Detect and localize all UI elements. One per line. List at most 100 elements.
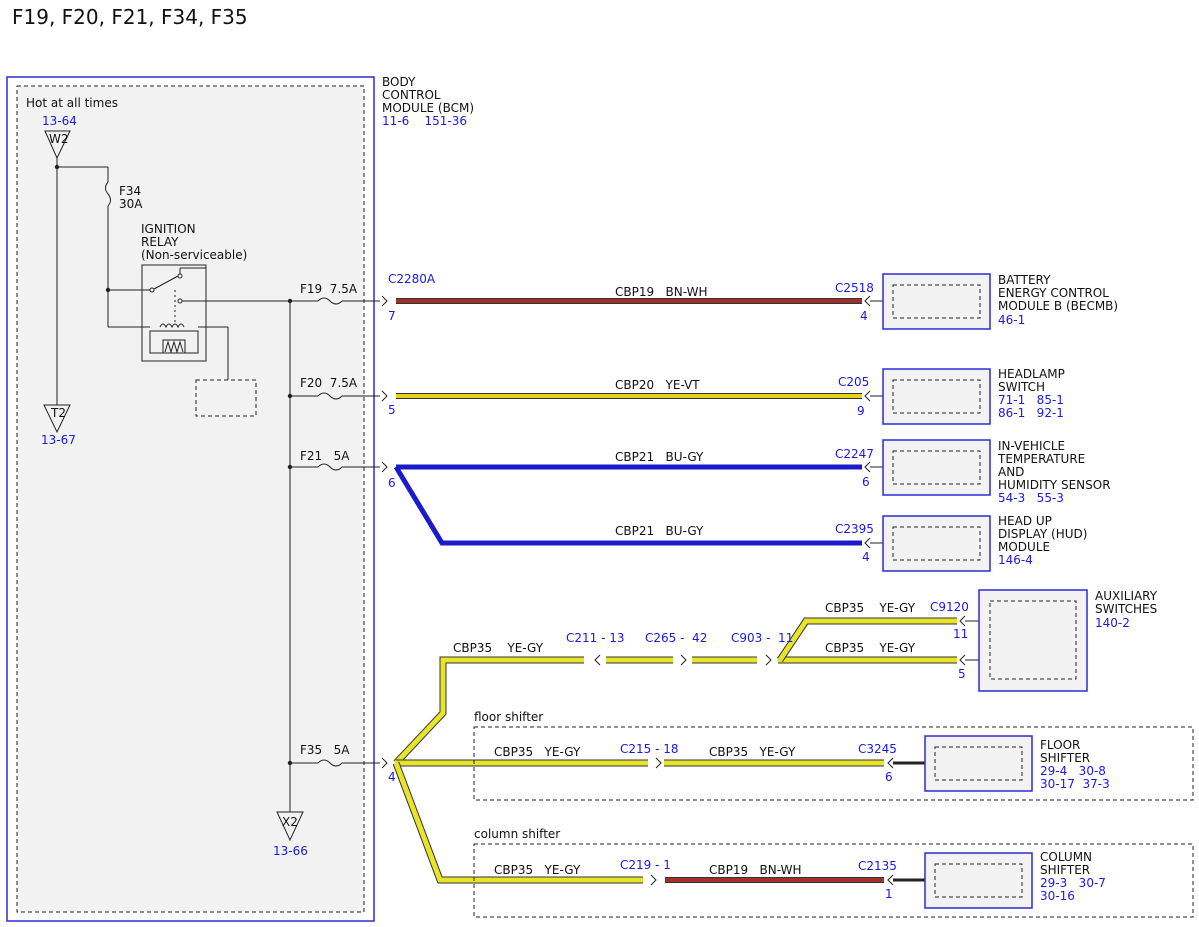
invehicle-label-3: AND — [998, 465, 1024, 479]
c215-arrow — [655, 757, 662, 769]
relay-ground-dashed-box — [195, 379, 257, 417]
t2-ground-symbol — [43, 404, 71, 434]
c3245-connector[interactable]: C3245 — [858, 742, 897, 756]
f34-fuse-symbol — [105, 181, 111, 207]
floor-wire-b-label: CBP35 YE-GY — [709, 745, 796, 759]
f21-fuse-label: F21 5A — [300, 449, 350, 463]
w2-id: W2 — [49, 132, 69, 146]
wire-cbp35-ye-gy — [392, 617, 957, 884]
headlamp-ref-2[interactable]: 86-1 92-1 — [998, 406, 1064, 420]
c211-connector[interactable]: C211 - 13 — [566, 631, 625, 645]
wire-cbp21-bu-gy — [393, 464, 862, 546]
c2395-connector[interactable]: C2395 — [835, 522, 874, 536]
invehicle-label-1: IN-VEHICLE — [998, 439, 1065, 453]
c265-connector[interactable]: C265 - 42 — [645, 631, 707, 645]
c2518-pin: 4 — [860, 309, 868, 323]
c219-connector[interactable]: C219 - 1 — [620, 858, 671, 872]
t2-ref[interactable]: 13-67 — [41, 433, 76, 447]
x2-ground-symbol — [276, 811, 304, 842]
hud-label-3: MODULE — [998, 540, 1050, 554]
c205-pin: 9 — [857, 404, 865, 418]
c219-arrow — [650, 874, 657, 886]
x2-ref[interactable]: 13-66 — [273, 844, 308, 858]
aux-ref[interactable]: 140-2 — [1095, 616, 1130, 630]
hud-label-2: DISPLAY (HUD) — [998, 527, 1087, 541]
aux-label-2: SWITCHES — [1095, 602, 1157, 616]
bcm-inner-box — [16, 85, 365, 913]
c2280a-connector[interactable]: C2280A — [388, 272, 436, 286]
bcm-label-3: MODULE (BCM) — [382, 101, 474, 115]
invehicle-label-2: TEMPERATURE — [997, 452, 1085, 466]
c9120-pin-11: 11 — [953, 627, 968, 641]
f21-pin: 6 — [388, 476, 396, 490]
floor-module-ref-2[interactable]: 30-17 37-3 — [1040, 777, 1110, 791]
f34-rating: 30A — [119, 197, 143, 211]
floor-shifter-option-box — [473, 726, 1194, 801]
f20-fuse-symbol — [317, 392, 343, 400]
column-module-label-1: COLUMN — [1040, 850, 1092, 864]
hud-ref[interactable]: 146-4 — [998, 553, 1033, 567]
aux-module-box — [978, 589, 1088, 692]
c211-arrow — [594, 654, 601, 666]
column-module-box — [924, 852, 1033, 909]
c2518-connector[interactable]: C2518 — [835, 281, 874, 295]
c9120-pin-5: 5 — [958, 667, 966, 681]
aux-label-1: AUXILIARY — [1095, 589, 1158, 603]
w2-ref[interactable]: 13-64 — [42, 114, 77, 128]
hot-at-all-times-label: Hot at all times — [26, 96, 118, 110]
relay-label-1: IGNITION — [141, 222, 196, 236]
floor-shifter-label: floor shifter — [474, 710, 543, 724]
f19-pin: 7 — [388, 309, 396, 323]
becmb-module-box — [882, 273, 991, 330]
column-module-label-2: SHIFTER — [1040, 863, 1090, 877]
relay-switch-contact — [153, 275, 179, 290]
c2247-pin: 6 — [862, 475, 870, 489]
c903-connector[interactable]: C903 - 11 — [731, 631, 793, 645]
column-shifter-label: column shifter — [474, 827, 560, 841]
becmb-label-1: BATTERY — [998, 273, 1051, 287]
c2247-connector[interactable]: C2247 — [835, 447, 874, 461]
floor-module-ref-1[interactable]: 29-4 30-8 — [1040, 764, 1106, 778]
relay-label-2: RELAY — [141, 235, 179, 249]
invehicle-label-4: HUMIDITY SENSOR — [998, 478, 1111, 492]
floor-module-box — [924, 735, 1033, 792]
f35-pin: 4 — [388, 770, 396, 784]
invehicle-module-box — [882, 439, 991, 496]
f19-fuse-symbol — [317, 297, 343, 305]
f19-wire-label: CBP19 BN-WH — [615, 285, 708, 299]
f35-fuse-label: F35 5A — [300, 743, 350, 757]
bcm-label-2: CONTROL — [382, 88, 441, 102]
relay-coil-icon — [159, 323, 185, 329]
x2-id: X2 — [282, 815, 298, 829]
column-wire-a-label: CBP35 YE-GY — [494, 863, 581, 877]
w2-ground-symbol — [44, 130, 71, 160]
floor-wire-a-label: CBP35 YE-GY — [494, 745, 581, 759]
invehicle-ref[interactable]: 54-3 55-3 — [998, 491, 1064, 505]
f20-wire-label: CBP20 YE-VT — [615, 378, 700, 392]
column-shifter-option-box — [473, 843, 1194, 918]
c2395-pin: 4 — [862, 550, 870, 564]
c3245-pin: 6 — [885, 770, 893, 784]
c205-connector[interactable]: C205 — [838, 375, 869, 389]
bcm-box — [6, 76, 375, 922]
ignition-relay-box — [141, 264, 207, 362]
c2135-connector[interactable]: C2135 — [858, 859, 897, 873]
relay-resistor-icon — [164, 340, 184, 354]
headlamp-label-2: SWITCH — [998, 380, 1045, 394]
c215-connector[interactable]: C215 - 18 — [620, 742, 679, 756]
becmb-ref[interactable]: 46-1 — [998, 313, 1025, 327]
c903-arrow — [765, 654, 772, 666]
headlamp-module-box — [882, 368, 991, 425]
f34-name: F34 — [119, 184, 141, 198]
headlamp-ref-1[interactable]: 71-1 85-1 — [998, 393, 1064, 407]
c9120-connector[interactable]: C9120 — [930, 600, 969, 614]
c265-arrow — [680, 654, 687, 666]
becmb-label-3: MODULE B (BECMB) — [998, 299, 1118, 313]
column-module-ref-2[interactable]: 30-16 — [1040, 889, 1075, 903]
aux-wire-label: CBP35 YE-GY — [453, 641, 544, 655]
f19-fuse-label: F19 7.5A — [300, 282, 358, 296]
bcm-refs[interactable]: 11-6 151-36 — [382, 114, 467, 128]
column-module-ref-1[interactable]: 29-3 30-7 — [1040, 876, 1106, 890]
column-wire-b-label: CBP19 BN-WH — [709, 863, 802, 877]
